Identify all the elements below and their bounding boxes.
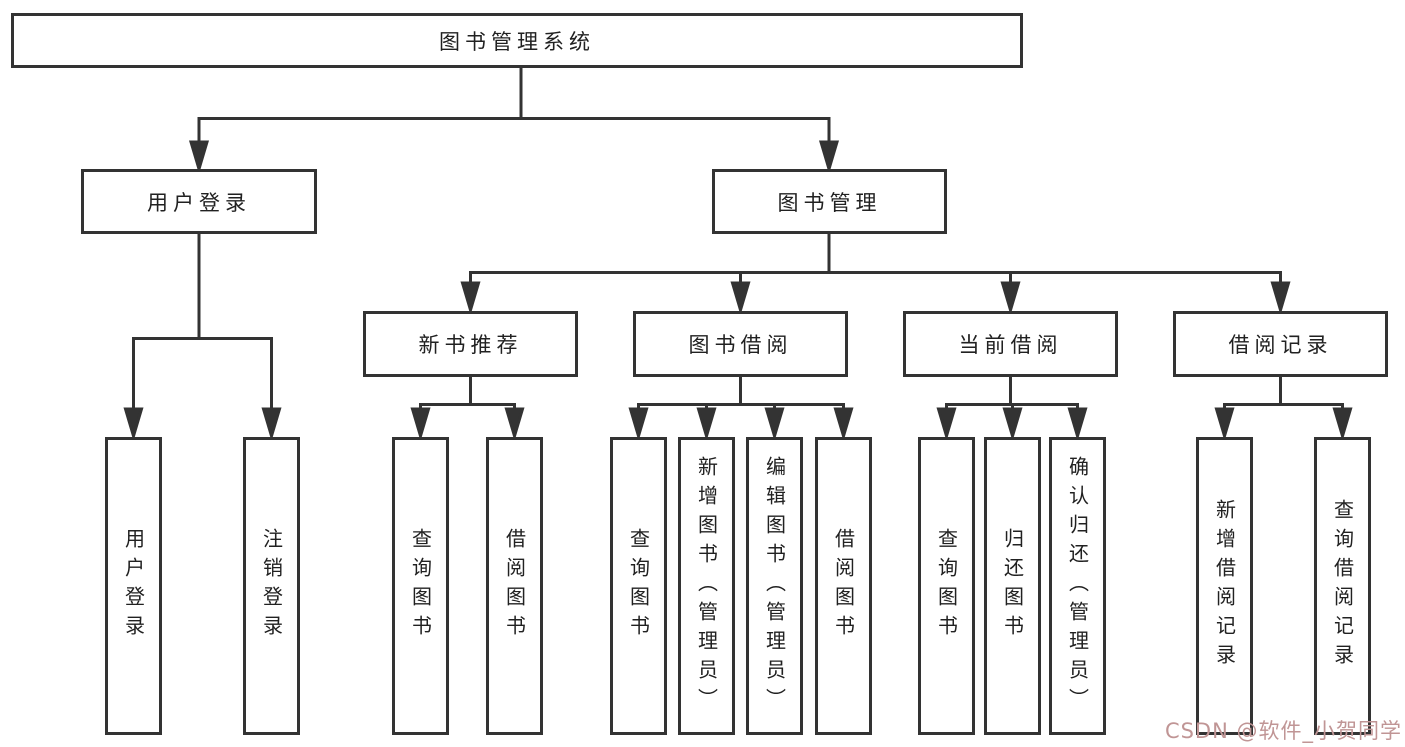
arrowhead [410, 407, 431, 442]
connector-borrow-records-to-leaves [1214, 377, 1353, 442]
leaf-logout: 注销登录 [243, 437, 300, 735]
leaf-add-book-admin: 新增图书（管理员） [678, 437, 735, 735]
node-label: 查询图书 [408, 528, 433, 644]
node-label: 图书管理 [777, 190, 882, 215]
arrowhead [123, 407, 144, 442]
leaf-return-book: 归还图书 [984, 437, 1041, 735]
arrowhead [1067, 407, 1088, 442]
node-label: 用户登录 [147, 190, 251, 215]
node-new-book-recommend: 新书推荐 [363, 311, 578, 377]
node-label: 用户登录 [121, 528, 146, 644]
node-label: 借阅图书 [831, 528, 856, 644]
node-book-management: 图书管理 [712, 169, 947, 234]
leaf-edit-book-admin: 编辑图书（管理员） [746, 437, 803, 735]
arrowhead [628, 407, 649, 442]
node-user-login: 用户登录 [81, 169, 317, 234]
node-label: 查询图书 [626, 528, 651, 644]
leaf-query-books-borrow: 查询图书 [610, 437, 667, 735]
arrowhead [1214, 407, 1235, 442]
node-label: 新增借阅记录 [1212, 499, 1237, 673]
leaf-user-login: 用户登录 [105, 437, 162, 735]
arrowhead [1332, 407, 1353, 442]
arrowhead [818, 140, 840, 175]
node-label: 图书管理系统 [439, 29, 595, 54]
arrowhead [764, 407, 785, 442]
node-label: 借阅记录 [1228, 333, 1333, 357]
node-borrow-records: 借阅记录 [1173, 311, 1388, 377]
leaf-query-borrow-record: 查询借阅记录 [1314, 437, 1371, 735]
node-label: 确认归还（管理员） [1065, 455, 1090, 717]
node-label: 当前借阅 [958, 333, 1063, 357]
connector-user-login-to-leaves [123, 234, 282, 442]
node-label: 新增图书（管理员） [694, 455, 719, 717]
leaf-borrow-books-recommend: 借阅图书 [486, 437, 543, 735]
node-label: 查询借阅记录 [1330, 499, 1355, 673]
connector-book-borrow-to-leaves [628, 377, 854, 442]
arrowhead [188, 140, 210, 175]
node-book-borrow: 图书借阅 [633, 311, 848, 377]
leaf-confirm-return-admin: 确认归还（管理员） [1049, 437, 1106, 735]
arrowhead [1270, 281, 1291, 316]
arrowhead [261, 407, 282, 442]
connector-new-book-recommend-to-leaves [410, 377, 525, 442]
arrowhead [730, 281, 751, 316]
node-root: 图书管理系统 [11, 13, 1023, 68]
leaf-add-borrow-record: 新增借阅记录 [1196, 437, 1253, 735]
arrowhead [936, 407, 957, 442]
node-label: 图书借阅 [688, 333, 793, 357]
node-label: 新书推荐 [418, 333, 523, 357]
node-label: 编辑图书（管理员） [762, 455, 787, 717]
leaf-query-books-recommend: 查询图书 [392, 437, 449, 735]
connector-book-management-to-level3 [460, 234, 1291, 316]
arrowhead [1002, 407, 1023, 442]
node-label: 注销登录 [259, 528, 284, 644]
arrowhead [460, 281, 481, 316]
node-label: 查询图书 [934, 528, 959, 644]
arrowhead [696, 407, 717, 442]
node-current-borrow: 当前借阅 [903, 311, 1118, 377]
node-label: 借阅图书 [502, 528, 527, 644]
arrowhead [504, 407, 525, 442]
leaf-borrow-books: 借阅图书 [815, 437, 872, 735]
node-label: 归还图书 [1000, 528, 1025, 644]
connector-root-to-level2 [188, 68, 840, 175]
watermark: CSDN @软件_小贺同学 [1164, 719, 1402, 743]
leaf-query-books-current: 查询图书 [918, 437, 975, 735]
arrowhead [1000, 281, 1021, 316]
arrowhead [833, 407, 854, 442]
connector-current-borrow-to-leaves [936, 377, 1088, 442]
